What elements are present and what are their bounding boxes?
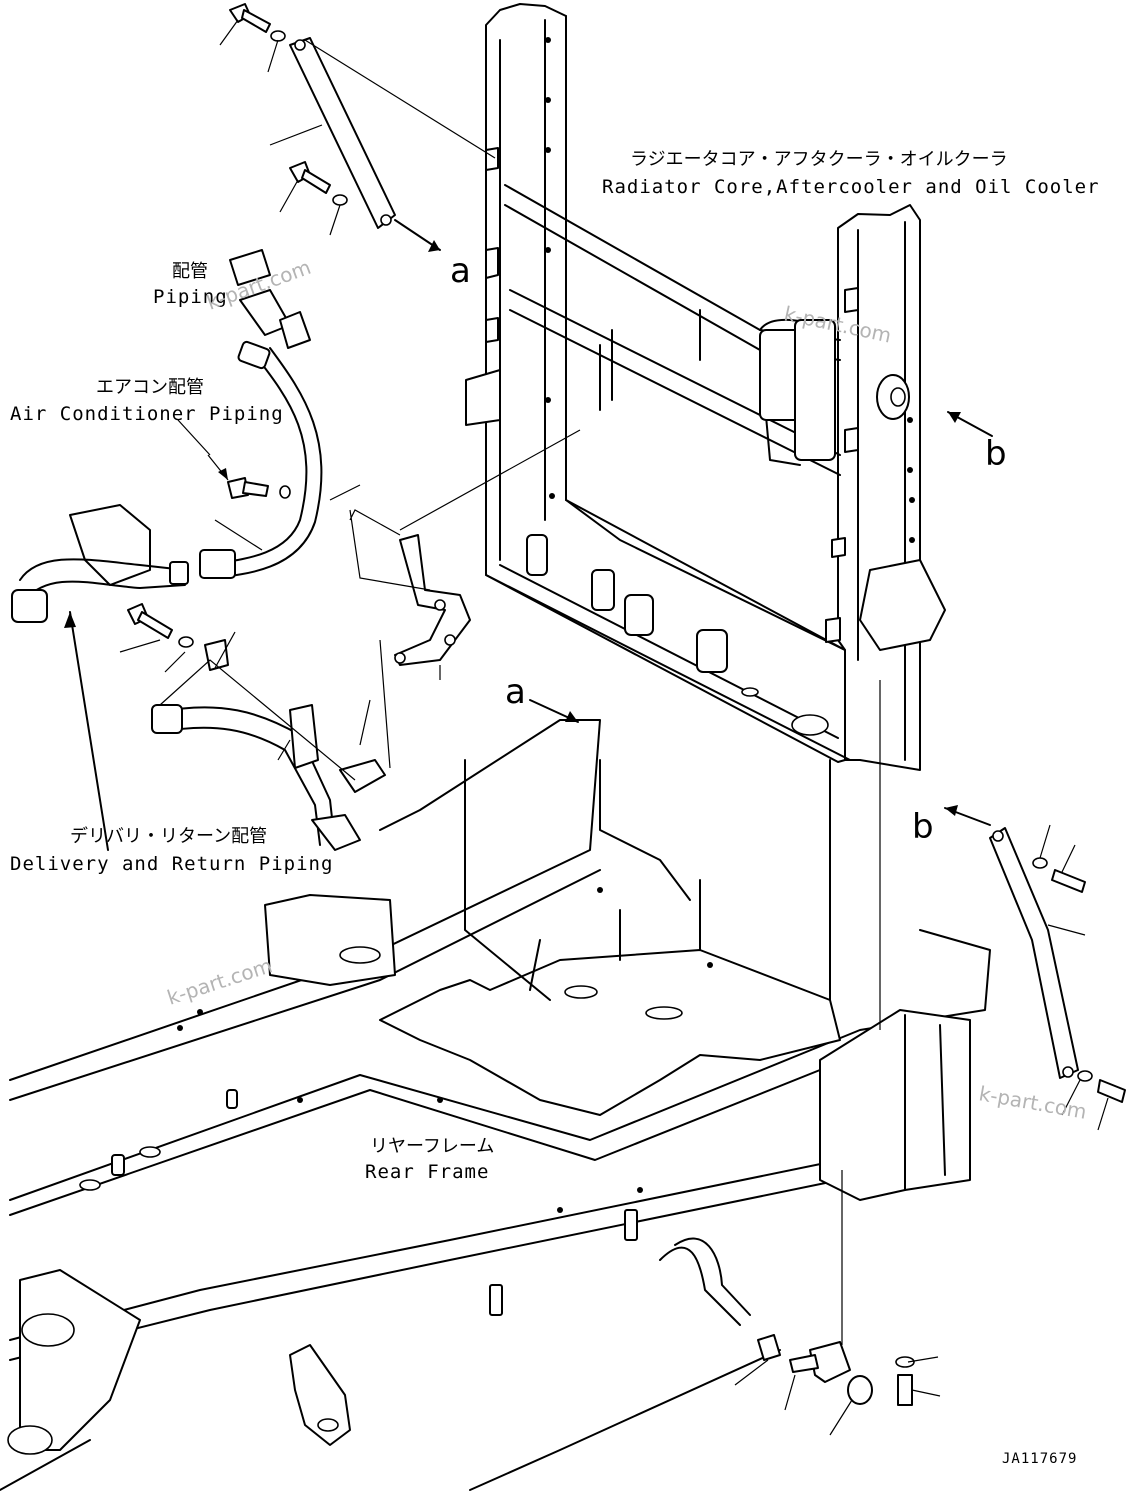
rear-frame-label-jp: リヤーフレーム bbox=[370, 1136, 494, 1157]
callout-a-top: a bbox=[450, 251, 471, 291]
rear-frame-label-en: Rear Frame bbox=[365, 1161, 489, 1183]
watermark: k-part.com bbox=[164, 953, 275, 1009]
drawing-code: JA117679 bbox=[1002, 1451, 1077, 1467]
radiator-assembly bbox=[465, 3, 946, 771]
delivery-label-jp: デリバリ・リターン配管 bbox=[70, 826, 267, 847]
delivery-return-piping bbox=[11, 429, 581, 851]
callout-a-frame: a bbox=[505, 672, 526, 712]
stay-b bbox=[944, 805, 1126, 1131]
radiator-label-jp: ラジエータコア・アフタクーラ・オイルクーラ bbox=[630, 149, 1008, 170]
stay-a bbox=[219, 3, 496, 252]
callout-b-bracket: b bbox=[912, 807, 934, 847]
aircon-piping bbox=[177, 249, 361, 579]
piping-label-jp: 配管 bbox=[172, 261, 208, 282]
piping-label-en: Piping bbox=[153, 286, 228, 308]
labels: ラジエータコア・アフタクーラ・オイルクーラ Radiator Core,Afte… bbox=[10, 149, 1100, 1467]
aircon-label-en: Air Conditioner Piping bbox=[10, 403, 284, 425]
callout-b-radiator: b bbox=[985, 434, 1007, 474]
watermark: k-part.com bbox=[977, 1081, 1088, 1124]
aircon-label-jp: エアコン配管 bbox=[96, 377, 204, 398]
rear-frame bbox=[0, 680, 991, 1491]
radiator-label-en: Radiator Core,Aftercooler and Oil Cooler bbox=[602, 176, 1100, 198]
delivery-label-en: Delivery and Return Piping bbox=[10, 853, 333, 875]
